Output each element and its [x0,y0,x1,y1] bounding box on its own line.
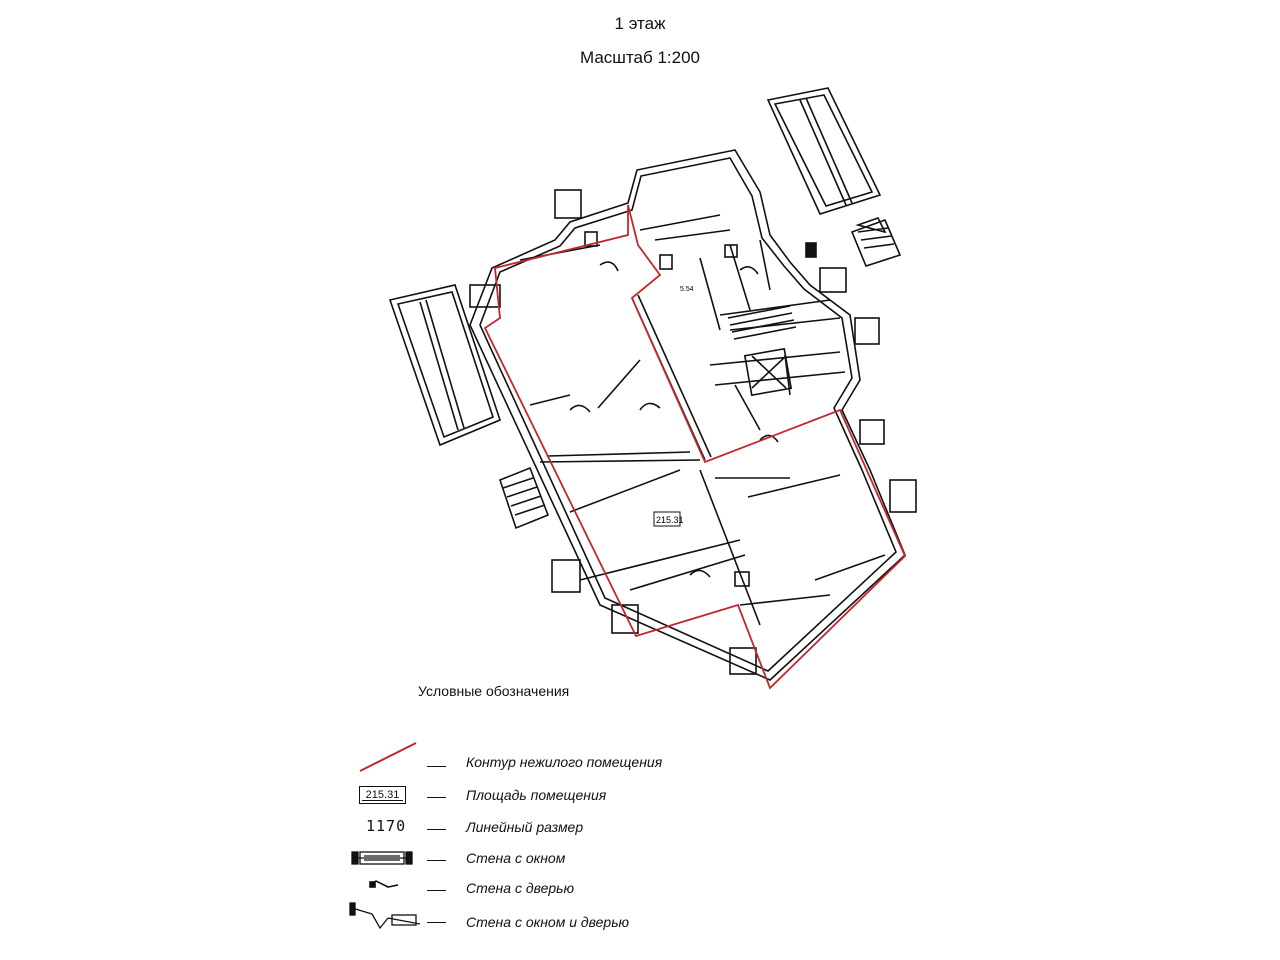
room-area-label: 215.31 [656,515,684,525]
building-walls [388,87,917,681]
wall-window-icon [351,851,413,865]
legend-label-wall-window: Стена с окном [466,850,566,866]
area-box [653,511,681,527]
legend-label-wall-window-door: Стена с окном и дверью [466,914,630,930]
legend-dash [427,797,446,798]
floor-title: 1 этаж [614,14,666,33]
wall-window-door-icon [349,902,421,930]
scale-title: Масштаб 1:200 [580,48,700,67]
wall-door-icon [369,880,399,888]
legend-label-wall-door: Стена с дверью [466,880,575,896]
legend-dash [427,829,446,830]
legend-label-linear: Линейный размер [466,819,584,835]
legend-linear-size: 1170 [366,817,407,835]
legend-area-box: 215.31 [359,786,406,804]
red-outline-line-icon [359,742,417,772]
legend-dash [427,890,446,891]
legend-dash [427,766,446,767]
legend-label-outline: Контур нежилого помещения [466,754,663,770]
small-area-label: 5.54 [680,286,694,293]
legend-dash [427,860,446,861]
legend-dash [427,922,446,923]
legend-heading: Условные обозначения [418,683,570,699]
non-residential-outline [483,204,907,690]
legend-label-area: Площадь помещения [466,787,607,803]
